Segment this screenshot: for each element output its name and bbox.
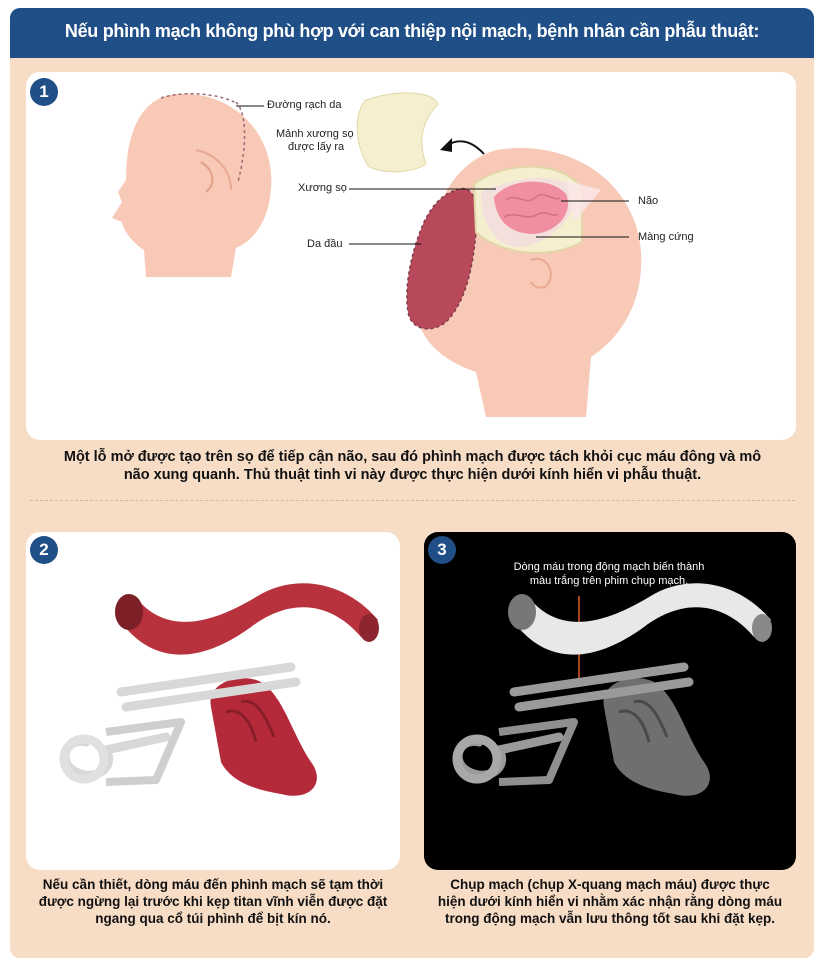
aneurysm-angiogram	[603, 678, 710, 796]
label-dura: Màng cứng	[638, 231, 694, 243]
head-right	[406, 148, 642, 417]
artery	[121, 583, 378, 655]
brain	[494, 181, 569, 234]
label-incision: Đường rạch da	[267, 99, 342, 111]
step3-caption-line3: trong động mạch vẫn lưu thông tốt sau kh…	[444, 910, 776, 926]
step3-note: Dòng máu trong động mạch biến thành màu …	[474, 561, 744, 589]
step2-badge: 2	[30, 536, 58, 564]
step3-note-line1: Dòng máu trong động mạch biến thành	[513, 561, 705, 573]
step3-caption-line1: Chụp mạch (chụp X-quang mạch máu) được t…	[450, 877, 770, 892]
page-title: Nếu phình mạch không phù hợp với can thi…	[64, 21, 760, 41]
step3-badge: 3	[428, 536, 456, 564]
section-divider	[30, 500, 795, 501]
step3-caption-line2: hiện dưới kính hiển vi nhằm xác nhận rằn…	[437, 893, 783, 909]
step1-caption-line1: Một lỗ mở được tạo trên sọ để tiếp cận n…	[63, 449, 762, 465]
clip-ring	[59, 734, 109, 784]
step3-illustration	[452, 583, 772, 796]
step2-caption-line1: Nếu cần thiết, dòng máu đến phình mạch s…	[42, 877, 384, 892]
step1-illustration	[112, 92, 642, 417]
step1-caption: Một lỗ mở được tạo trên sọ để tiếp cận n…	[40, 448, 785, 484]
bone-flap	[356, 92, 439, 173]
head-profile-left	[112, 93, 272, 278]
step2-illustration	[59, 583, 379, 796]
label-bone-flap-2: được lấy ra	[288, 141, 345, 153]
step2-caption-line2: được ngừng lại trước khi kẹp titan vĩnh …	[38, 893, 388, 909]
label-brain: Não	[638, 195, 659, 207]
step3-caption: Chụp mạch (chụp X-quang mạch máu) được t…	[434, 877, 786, 928]
artery-angiogram	[514, 583, 771, 655]
label-skull: Xương sọ	[298, 182, 347, 194]
header-bar: Nếu phình mạch không phù hợp với can thi…	[10, 8, 814, 58]
step1-caption-line2: não xung quanh. Thủ thuật tinh vi này đư…	[123, 467, 702, 484]
label-bone-flap-1: Mảnh xương sọ	[276, 128, 354, 140]
label-scalp: Da đầu	[307, 238, 343, 250]
step2-caption-line3: ngang qua cổ túi phình để bịt kín nó.	[95, 910, 331, 926]
aneurysm	[210, 678, 317, 796]
step3-note-line2: màu trắng trên phim chụp mạch.	[529, 574, 689, 587]
step1-badge: 1	[30, 78, 58, 106]
step2-caption: Nếu cần thiết, dòng máu đến phình mạch s…	[36, 877, 390, 928]
